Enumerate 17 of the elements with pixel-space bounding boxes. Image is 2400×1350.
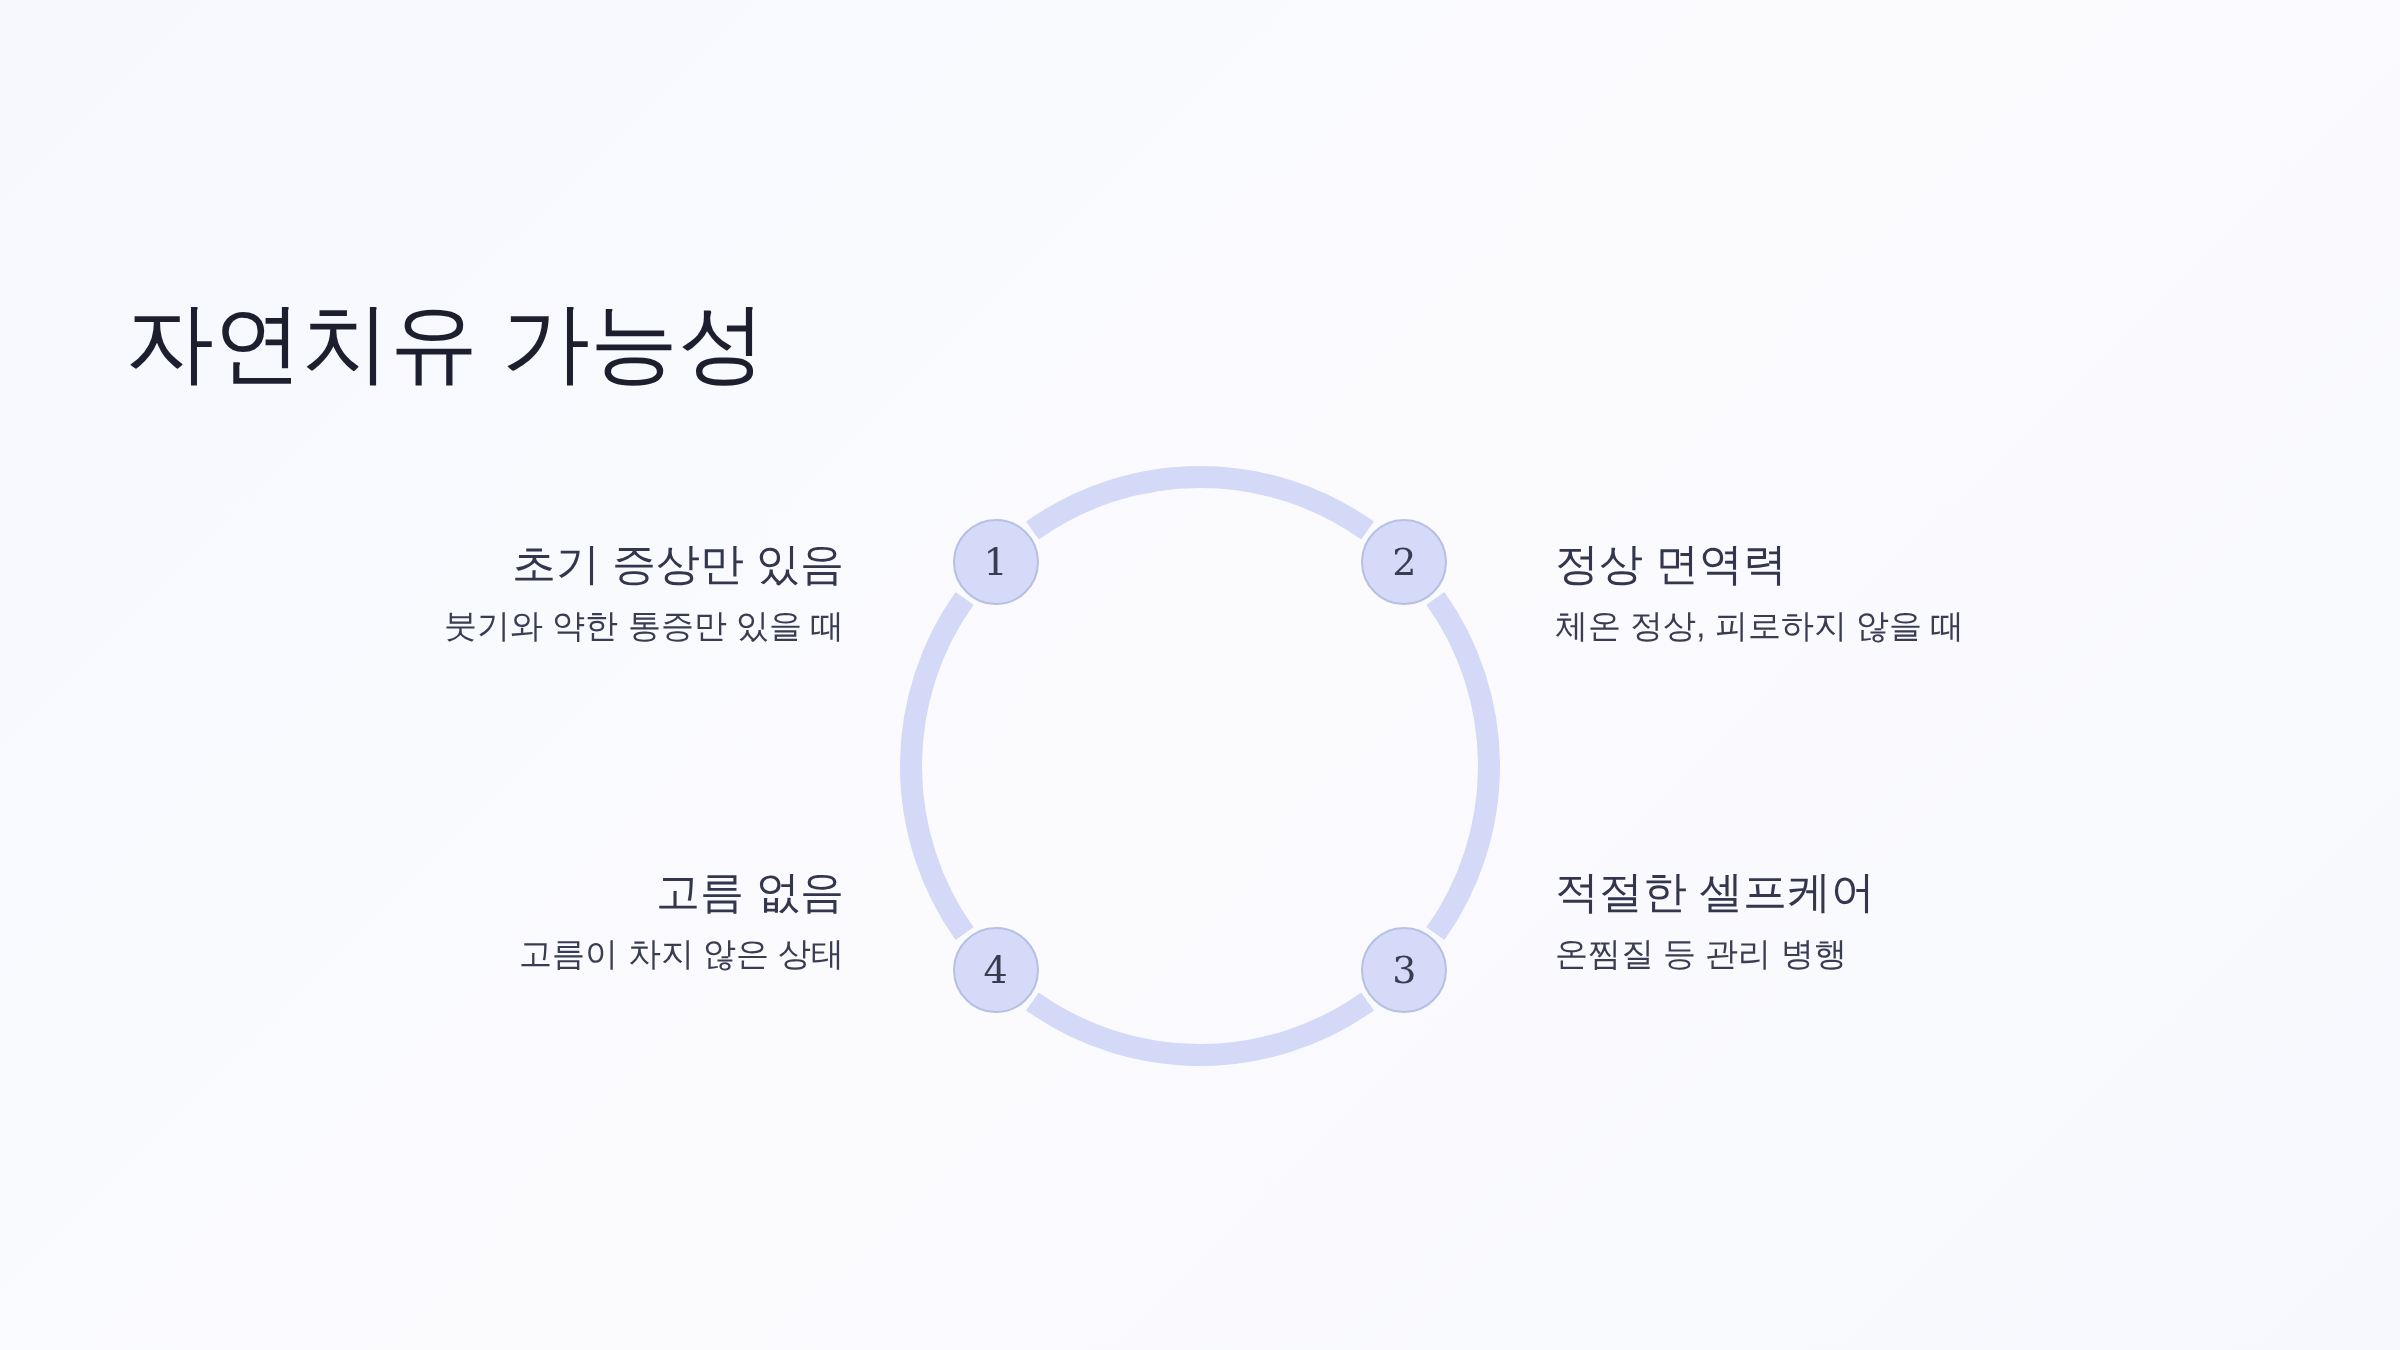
item-description: 붓기와 약한 통증만 있을 때	[444, 606, 844, 646]
ring-segment	[1426, 592, 1500, 940]
ring-segment	[1026, 466, 1374, 540]
ring-segment	[1026, 992, 1374, 1066]
title: 자연치유 가능성	[126, 292, 767, 394]
item-description: 고름이 차지 않은 상태	[519, 934, 844, 974]
item-heading: 초기 증상만 있음	[511, 538, 844, 590]
number-circle: 3	[1361, 927, 1448, 1014]
item-description: 온찜질 등 관리 병행	[1555, 934, 1847, 974]
ring-segment	[900, 592, 974, 940]
item-heading: 정상 면역력	[1555, 538, 1788, 590]
number-circle: 2	[1361, 518, 1448, 605]
item-heading: 고름 없음	[655, 866, 844, 918]
number-circle: 1	[952, 518, 1039, 605]
item-description: 체온 정상, 피로하지 않을 때	[1555, 606, 1964, 646]
number-circle: 4	[952, 927, 1039, 1014]
item-heading: 적절한 셀프케어	[1555, 866, 1876, 918]
